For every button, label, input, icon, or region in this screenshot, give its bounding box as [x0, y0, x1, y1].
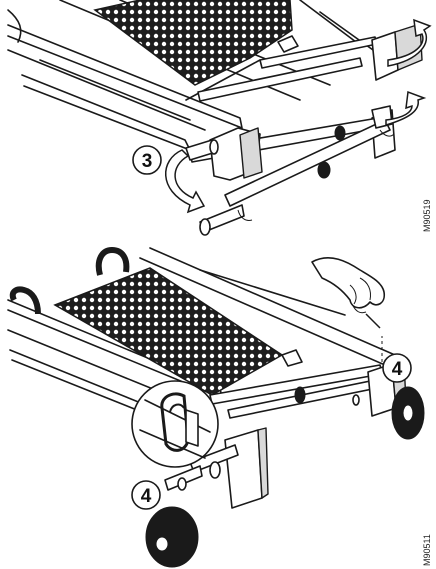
callout-4-left-label: 4	[141, 486, 152, 507]
callout-3: 3	[132, 145, 162, 175]
cross-bars-bottom	[209, 349, 388, 419]
callout-4-right: 4	[382, 353, 412, 383]
end-bracket-left-bottom	[164, 427, 269, 509]
figure-code-top: M90519	[422, 199, 432, 232]
top-panel: 3 M90519	[7, 0, 432, 236]
end-bracket-right-top	[371, 23, 423, 159]
cross-bars-top	[197, 35, 378, 102]
front-axle-top	[185, 105, 395, 236]
handles-bottom	[9, 246, 130, 315]
callout-3-label: 3	[142, 151, 153, 172]
detail-magnifier	[131, 380, 219, 468]
wheel-left	[145, 506, 199, 568]
bottom-panel: 4 4 M90511	[7, 246, 432, 568]
rotation-arrow-right	[385, 18, 432, 127]
figure-code-bottom: M90511	[422, 534, 432, 566]
callout-4-right-label: 4	[392, 359, 403, 380]
grip-deck-top	[93, 0, 293, 86]
wheel-right	[391, 386, 425, 440]
hand-with-pin	[311, 257, 386, 362]
rotation-arrow-left	[165, 149, 206, 214]
callout-4-left: 4	[131, 480, 161, 510]
